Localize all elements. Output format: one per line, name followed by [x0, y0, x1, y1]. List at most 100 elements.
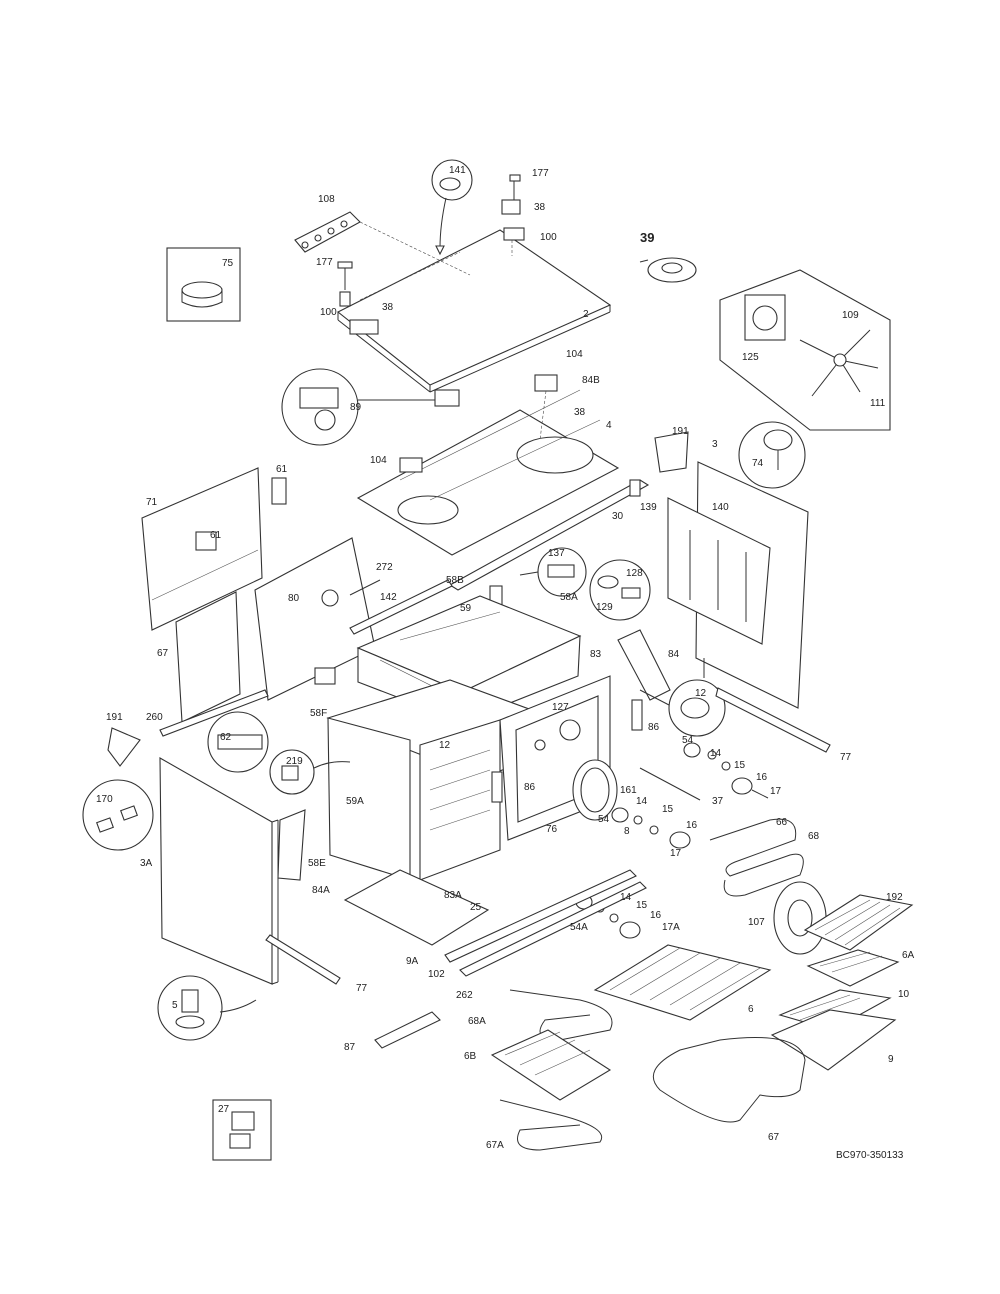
strip-87: [374, 1011, 441, 1049]
part-label-38a: 38: [534, 202, 546, 213]
part-label-128: 128: [626, 568, 643, 579]
part-label-108: 108: [318, 194, 335, 205]
part-label-104b: 104: [370, 455, 387, 466]
rod-37: [639, 767, 701, 801]
part-label-61a: 61: [276, 464, 288, 475]
heating-element-67: [652, 1037, 806, 1123]
callout-62: [207, 711, 269, 773]
bracket-84: [617, 629, 671, 701]
knob-group-b: [611, 807, 691, 849]
rail-58B: [349, 579, 453, 635]
part-label-38c: 38: [574, 407, 586, 418]
part-label-219: 219: [286, 756, 303, 767]
part-label-161: 161: [620, 785, 637, 796]
part-label-17A: 17A: [662, 922, 680, 933]
callout-5: [157, 975, 257, 1041]
part-label-59A: 59A: [346, 796, 364, 807]
part-label-59: 59: [460, 603, 472, 614]
part-label-192: 192: [886, 892, 903, 903]
part-label-9: 9: [888, 1054, 894, 1065]
rail-77b: [265, 934, 341, 985]
part-label-142: 142: [380, 592, 397, 603]
part-label-177a: 177: [532, 168, 549, 179]
callout-74: [738, 421, 806, 489]
rack-6A: [806, 949, 900, 987]
part-label-141: 141: [449, 165, 466, 176]
rail-260: [159, 689, 269, 737]
side-panel-67: [175, 591, 241, 723]
heating-element-67A: [499, 1099, 603, 1151]
part-label-5: 5: [172, 1000, 178, 1011]
part-label-139: 139: [640, 502, 657, 513]
rack-6B: [490, 1029, 612, 1101]
callout-219: [269, 749, 351, 795]
part-label-67: 67: [157, 648, 169, 659]
part-label-16a: 16: [756, 772, 768, 783]
part-label-140: 140: [712, 502, 729, 513]
part-label-67A: 67A: [486, 1140, 504, 1151]
part-label-6A: 6A: [902, 950, 915, 961]
back-panel-3: [667, 461, 809, 709]
part-label-27: 27: [218, 1104, 230, 1115]
heating-element-66: [709, 818, 804, 897]
part-label-125: 125: [742, 352, 759, 363]
part-label-77a: 77: [840, 752, 852, 763]
part-label-170: 170: [96, 794, 113, 805]
part-label-89: 89: [350, 402, 362, 413]
part-label-58E: 58E: [308, 858, 326, 869]
part-label-17a: 17: [770, 786, 782, 797]
part-label-84a: 84: [668, 649, 680, 660]
part-39: [639, 257, 697, 283]
part-label-14b: 14: [636, 796, 648, 807]
part-label-68A: 68A: [468, 1016, 486, 1027]
part-label-109: 109: [842, 310, 859, 321]
bracket-part-108: [294, 211, 471, 276]
part-label-75: 75: [222, 258, 234, 269]
part-label-12b: 12: [439, 740, 451, 751]
part-label-58F: 58F: [310, 708, 327, 719]
knob-group-a: [683, 742, 769, 799]
oven-top-panel-4: [356, 374, 620, 556]
callout-12: [639, 679, 726, 737]
part-label-2: 2: [583, 309, 589, 320]
part-label-86b: 86: [524, 782, 536, 793]
part-label-38b: 38: [382, 302, 394, 313]
part-label-15a: 15: [734, 760, 746, 771]
part-label-111: 111: [870, 398, 886, 409]
rack-192: [803, 894, 914, 951]
part-label-66: 66: [776, 817, 788, 828]
plate-191b: [107, 727, 141, 767]
callout-137: [519, 547, 587, 597]
callout-128-129: [589, 559, 651, 621]
part-label-129: 129: [596, 602, 613, 613]
part-label-86a: 86: [648, 722, 660, 733]
strip-86b: [491, 771, 503, 803]
part-label-74: 74: [752, 458, 764, 469]
part-label-191a: 191: [672, 426, 689, 437]
callout-170: [82, 779, 154, 851]
part-label-6B: 6B: [464, 1051, 477, 1062]
rail-102: [444, 869, 637, 963]
clip-139: [629, 479, 641, 497]
part-label-12a: 12: [695, 688, 707, 699]
part-label-3A: 3A: [140, 858, 153, 869]
bracket-84A: [277, 809, 306, 881]
oven-rack-6: [593, 944, 772, 1021]
part-label-100a: 100: [540, 232, 557, 243]
bottom-panel-9A: [343, 869, 490, 946]
part-label-68: 68: [808, 831, 820, 842]
part-label-9A: 9A: [406, 956, 419, 967]
part-label-84A: 84A: [312, 885, 330, 896]
clip-parts-top: [337, 174, 525, 307]
part-label-71: 71: [146, 497, 158, 508]
top-panel-part: [336, 229, 612, 393]
part-label-83A: 83A: [444, 890, 462, 901]
part-label-61b: 61: [210, 530, 222, 541]
side-panel-3A: [159, 757, 279, 985]
rail-77a: [715, 687, 831, 753]
diagram-code: BC970-350133: [836, 1150, 904, 1161]
part-label-76: 76: [546, 824, 558, 835]
part-label-54b: 54: [598, 814, 610, 825]
